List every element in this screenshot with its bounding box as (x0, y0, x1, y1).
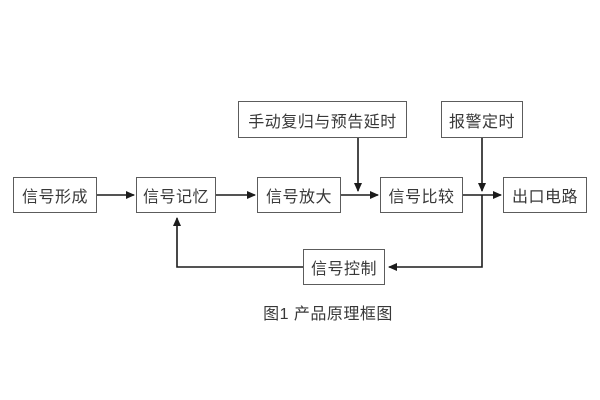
node-manual-reset-delay: 手动复归与预告延时 (238, 101, 407, 138)
node-signal-comparison: 信号比较 (380, 177, 463, 213)
node-signal-memory: 信号记忆 (136, 177, 216, 213)
node-output-circuit: 出口电路 (503, 177, 587, 213)
figure-caption: 图1 产品原理框图 (263, 306, 393, 323)
edge-control-to-memory (173, 217, 303, 268)
node-signal-amplification: 信号放大 (257, 177, 341, 213)
node-alarm-timing-label: 报警定时 (448, 113, 515, 131)
node-signal-formation: 信号形成 (13, 177, 97, 213)
node-manual-reset-delay-label: 手动复归与预告延时 (248, 113, 397, 131)
edge-junction-to-control (388, 195, 483, 271)
node-signal-comparison-label: 信号比较 (388, 189, 455, 206)
node-signal-memory-label: 信号记忆 (142, 189, 209, 206)
node-alarm-timing: 报警定时 (441, 101, 523, 138)
node-signal-amplification-label: 信号放大 (265, 189, 332, 206)
node-signal-formation-label: 信号形成 (21, 189, 88, 206)
node-output-circuit-label: 出口电路 (511, 189, 578, 206)
node-signal-control-label: 信号控制 (310, 261, 377, 278)
node-signal-control: 信号控制 (303, 249, 385, 285)
